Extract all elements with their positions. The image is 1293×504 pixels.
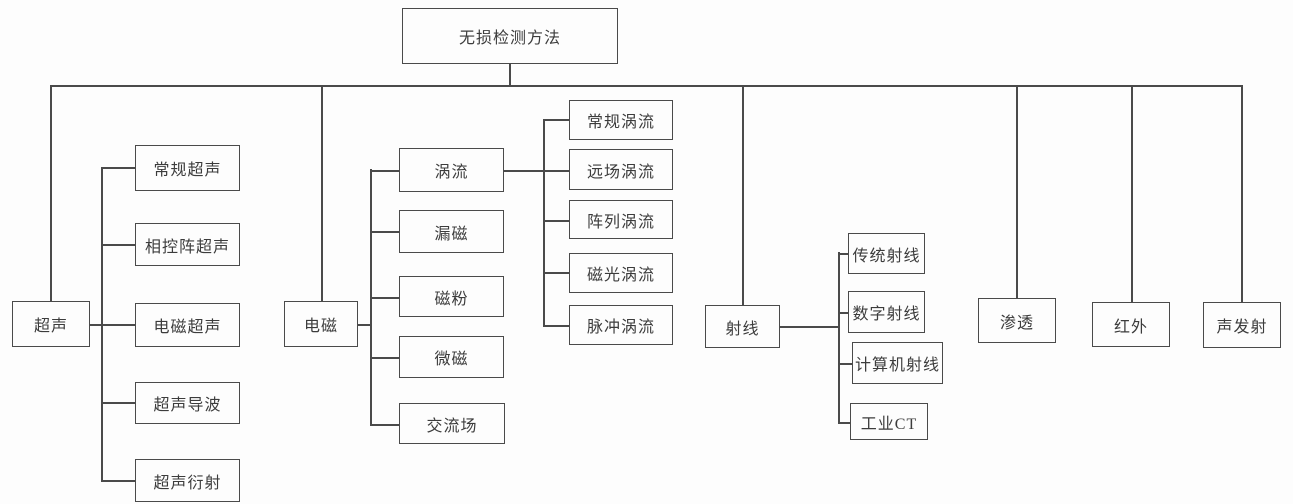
connector-stub-pulsed-eddy: [543, 325, 569, 327]
node-eddy-current: 涡流: [399, 148, 504, 192]
node-root: 无损检测方法: [402, 8, 618, 64]
connector-stub-magnetic-flux-leakage: [370, 231, 399, 233]
connector-stub-conventional-ultrasonic: [101, 167, 135, 169]
node-ultrasonic: 超声: [12, 301, 90, 347]
node-acoustic-emission: 声发射: [1203, 302, 1281, 348]
node-electromagnetic: 电磁: [284, 301, 358, 347]
connector-stub-traditional-radiography: [838, 253, 848, 255]
connector-spine-radiography: [838, 252, 840, 423]
node-digital-radiography: 数字射线: [848, 291, 925, 333]
connector-spine-eddy-current: [543, 119, 545, 326]
connector-stub-ultrasonic-diffraction: [101, 480, 135, 482]
node-traditional-radiography: 传统射线: [848, 233, 925, 274]
connector-stub-electromagnetic-ultrasonic: [90, 324, 135, 326]
connector-drop-acoustic-emission: [1241, 85, 1243, 302]
node-pulsed-eddy-current: 脉冲涡流: [569, 305, 673, 345]
connector-stub-magneto-optic-eddy: [543, 272, 569, 274]
node-conventional-eddy-current: 常规涡流: [569, 100, 673, 140]
connector-stub-ac-field: [370, 424, 399, 426]
node-magneto-optic-eddy-current: 磁光涡流: [569, 253, 673, 293]
connector-drop-radiography: [742, 85, 744, 305]
connector-stub-electromagnetic: [358, 324, 371, 326]
node-array-eddy-current: 阵列涡流: [569, 200, 673, 239]
node-penetrant: 渗透: [978, 298, 1056, 343]
connector-stub-array-eddy: [543, 220, 569, 222]
connector-stub-far-field-eddy: [504, 170, 569, 172]
connector-stub-radiography: [780, 326, 838, 328]
node-ac-field: 交流场: [399, 403, 505, 444]
node-infrared: 红外: [1092, 302, 1170, 347]
node-far-field-eddy-current: 远场涡流: [569, 149, 673, 190]
node-ultrasonic-diffraction: 超声衍射: [135, 459, 240, 502]
connector-drop-penetrant: [1016, 85, 1018, 298]
connector-stub-conventional-eddy: [543, 119, 569, 121]
connector-drop-electromagnetic: [321, 85, 323, 301]
node-ultrasonic-guided-wave: 超声导波: [135, 382, 240, 424]
connector-stub-eddy-current: [370, 170, 399, 172]
connector-stub-industrial-ct: [838, 422, 850, 424]
node-magnetic-flux-leakage: 漏磁: [399, 210, 504, 253]
node-micro-magnetic: 微磁: [399, 336, 504, 378]
connector-stub-ultrasonic-guided-wave: [101, 402, 135, 404]
node-conventional-ultrasonic: 常规超声: [135, 145, 240, 191]
connector-root-drop: [509, 63, 511, 86]
connector-stub-micro-magnetic: [370, 357, 399, 359]
connector-top-rail: [50, 85, 1242, 87]
connector-stub-computed-radiography: [838, 363, 852, 365]
connector-drop-ultrasonic: [50, 85, 52, 301]
node-industrial-ct: 工业CT: [850, 403, 928, 440]
connector-stub-digital-radiography: [838, 312, 848, 314]
node-magnetic-particle: 磁粉: [399, 276, 504, 317]
connector-stub-phased-array-ultrasonic: [101, 244, 135, 246]
node-radiography: 射线: [705, 305, 780, 348]
node-phased-array-ultrasonic: 相控阵超声: [135, 223, 240, 266]
node-electromagnetic-ultrasonic: 电磁超声: [135, 303, 240, 347]
connector-stub-magnetic-particle: [370, 297, 399, 299]
node-computed-radiography: 计算机射线: [852, 342, 943, 384]
connector-drop-infrared: [1131, 85, 1133, 302]
